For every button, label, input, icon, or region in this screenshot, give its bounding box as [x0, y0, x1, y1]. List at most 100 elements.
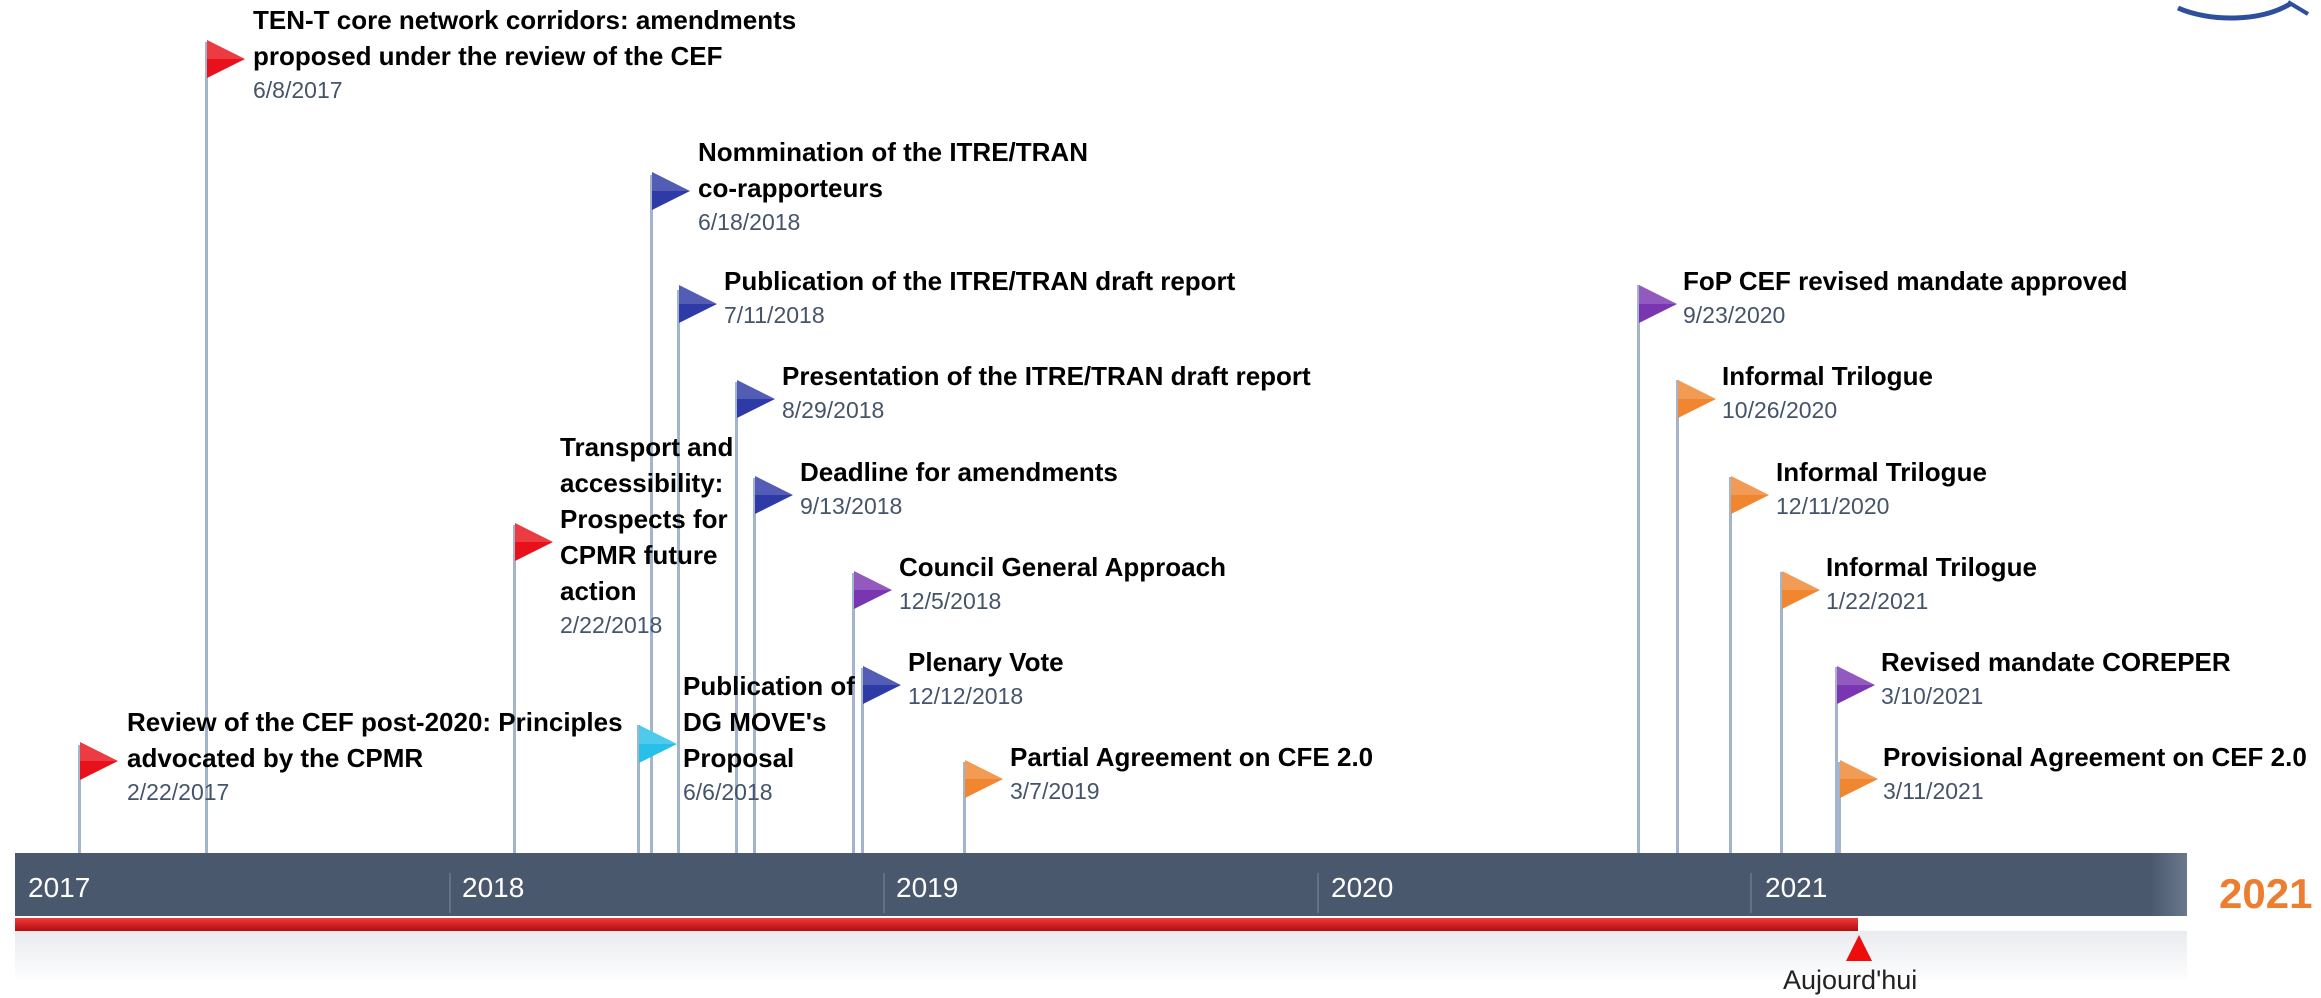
event-stem [637, 725, 641, 853]
flag-red-icon [207, 40, 245, 78]
event-title: Informal Trilogue [1776, 457, 1987, 487]
event-title: Publication of [683, 671, 855, 701]
event-title: Council General Approach [899, 552, 1226, 582]
event-stem [1676, 380, 1680, 853]
flag-orange-icon [1840, 760, 1878, 798]
event-stem [735, 382, 739, 853]
event-label: Informal Trilogue 12/11/2020 [1776, 454, 1987, 524]
year-separator [1750, 873, 1752, 913]
event-stem [650, 175, 654, 853]
today-label: Aujourd'hui [1783, 965, 1918, 995]
event-title: Nommination of the ITRE/TRAN [698, 137, 1088, 167]
today-marker-icon [1846, 935, 1872, 961]
event-date: 8/29/2018 [782, 397, 885, 423]
flag-purple-icon [854, 571, 892, 609]
flag-navy-icon [652, 172, 690, 210]
event-title: TEN-T core network corridors: amendments [253, 5, 797, 35]
event-stem [753, 478, 757, 853]
event-date: 3/7/2019 [1010, 778, 1100, 804]
event-label: Review of the CEF post-2020: Principles … [127, 704, 623, 810]
event-label: Informal Trilogue 1/22/2021 [1826, 549, 2037, 619]
flag-orange-icon [965, 760, 1003, 798]
event-title: proposed under the review of the CEF [253, 41, 723, 71]
event-label: Presentation of the ITRE/TRAN draft repo… [782, 358, 1311, 428]
event-stem [1835, 667, 1839, 853]
event-label: FoP CEF revised mandate approved 9/23/20… [1683, 263, 2128, 333]
event-label: Informal Trilogue 10/26/2020 [1722, 358, 1933, 428]
event-label: Revised mandate COREPER 3/10/2021 [1881, 644, 2231, 714]
year-label: 2021 [1765, 872, 1828, 903]
flag-navy-icon [755, 476, 793, 514]
event-label: Deadline for amendments 9/13/2018 [800, 454, 1118, 524]
event-stem [513, 525, 517, 853]
year-separator [883, 873, 885, 913]
event-stem [852, 573, 856, 853]
flag-orange-icon [1678, 380, 1716, 418]
timeline-band [15, 853, 2187, 916]
event-title: Revised mandate COREPER [1881, 647, 2231, 677]
event-stem [1838, 762, 1842, 853]
flag-navy-icon [737, 380, 775, 418]
event-label: Publication of the ITRE/TRAN draft repor… [724, 263, 1235, 333]
flag-red-icon [80, 742, 118, 780]
event-title: CPMR future [560, 540, 718, 570]
year-separator [449, 873, 451, 913]
event-date: 10/26/2020 [1722, 397, 1838, 423]
event-title: Review of the CEF post-2020: Principles [127, 707, 623, 737]
event-stem [1780, 572, 1784, 853]
event-date: 12/12/2018 [908, 683, 1024, 709]
year-label: 2017 [28, 872, 91, 903]
timeline-rail [15, 931, 2187, 983]
flag-orange-icon [1731, 476, 1769, 514]
event-title: Transport and [560, 432, 734, 462]
event-label: Plenary Vote 12/12/2018 [908, 644, 1064, 714]
event-label: Transport and accessibility: Prospects f… [560, 429, 733, 643]
event-date: 3/11/2021 [1883, 778, 1984, 804]
event-label: Provisional Agreement on CEF 2.0 3/11/20… [1883, 739, 2307, 809]
event-label: Partial Agreement on CFE 2.0 3/7/2019 [1010, 739, 1373, 809]
event-title: FoP CEF revised mandate approved [1683, 266, 2128, 296]
event-stem [78, 745, 82, 853]
event-title: Publication of the ITRE/TRAN draft repor… [724, 266, 1236, 296]
event-stem [861, 668, 865, 853]
event-title: Informal Trilogue [1722, 361, 1933, 391]
event-label: Publication of DG MOVE's Proposal 6/6/20… [683, 668, 855, 810]
year-label: 2018 [462, 872, 525, 903]
event-stem [1729, 477, 1733, 853]
flag-orange-icon [1782, 571, 1820, 609]
end-year-label: 2021 [2219, 870, 2313, 917]
event-date: 9/23/2020 [1683, 302, 1786, 328]
event-title: Presentation of the ITRE/TRAN draft repo… [782, 361, 1311, 391]
event-stem [205, 42, 209, 853]
event-title: accessibility: [560, 468, 724, 498]
flag-navy-icon [679, 285, 717, 323]
event-date: 7/11/2018 [724, 302, 825, 328]
event-title: Informal Trilogue [1826, 552, 2037, 582]
flag-purple-icon [1837, 666, 1875, 704]
event-title: Plenary Vote [908, 647, 1064, 677]
event-title: Partial Agreement on CFE 2.0 [1010, 742, 1374, 772]
event-title: co-rapporteurs [698, 173, 883, 203]
event-date: 6/6/2018 [683, 779, 773, 805]
event-date: 2/22/2018 [560, 612, 663, 638]
event-date: 6/8/2017 [253, 77, 343, 103]
event-date: 12/11/2020 [1776, 493, 1890, 519]
event-title: Prospects for [560, 504, 728, 534]
event-date: 3/10/2021 [1881, 683, 1984, 709]
flag-red-icon [515, 523, 553, 561]
event-label: Council General Approach 12/5/2018 [899, 549, 1226, 619]
logo-icon [2176, 0, 2310, 21]
year-label: 2019 [896, 872, 959, 903]
event-label: TEN-T core network corridors: amendments… [253, 2, 796, 108]
event-title: Proposal [683, 743, 795, 773]
flag-purple-icon [1639, 285, 1677, 323]
event-label: Nommination of the ITRE/TRAN co-rapporte… [698, 134, 1088, 240]
event-title: Deadline for amendments [800, 457, 1118, 487]
event-date: 1/22/2021 [1826, 588, 1929, 614]
event-stem [677, 290, 681, 853]
flag-navy-icon [863, 666, 901, 704]
event-date: 9/13/2018 [800, 493, 903, 519]
flag-cyan-icon [639, 725, 677, 763]
event-date: 2/22/2017 [127, 779, 230, 805]
